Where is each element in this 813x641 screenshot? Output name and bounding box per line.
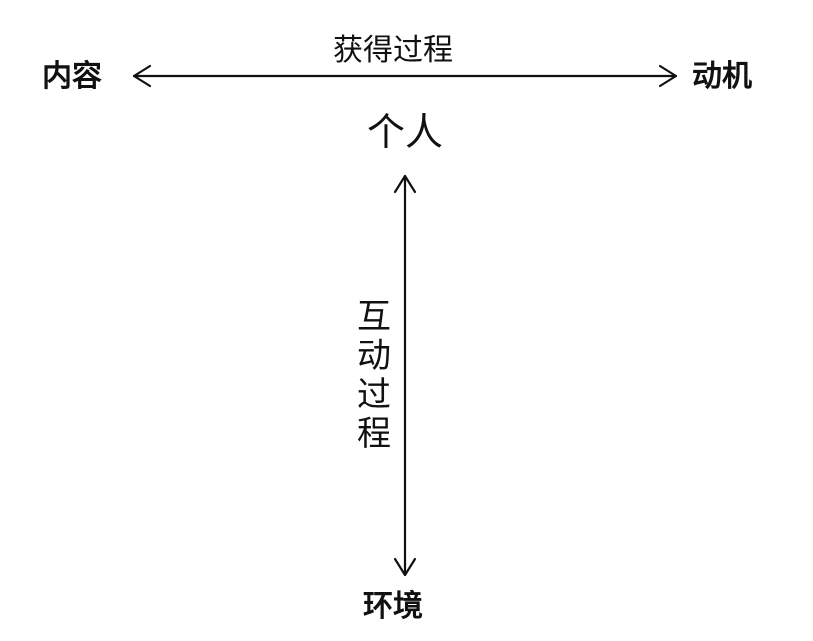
node-motivation: 动机 xyxy=(692,59,752,94)
arrowhead-down xyxy=(393,557,417,577)
node-environment: 环境 xyxy=(363,589,423,624)
edge-label-acquisition-process: 获得过程 xyxy=(333,33,453,68)
node-content: 内容 xyxy=(42,59,102,94)
edge-label-interaction-process: 互动过程 xyxy=(357,297,391,454)
arrowhead-left xyxy=(132,64,152,88)
node-individual: 个人 xyxy=(367,110,444,154)
arrowhead-up xyxy=(393,174,417,194)
acquisition-arrow xyxy=(132,64,678,88)
arrowhead-right xyxy=(658,64,678,88)
interaction-arrow xyxy=(393,174,417,577)
